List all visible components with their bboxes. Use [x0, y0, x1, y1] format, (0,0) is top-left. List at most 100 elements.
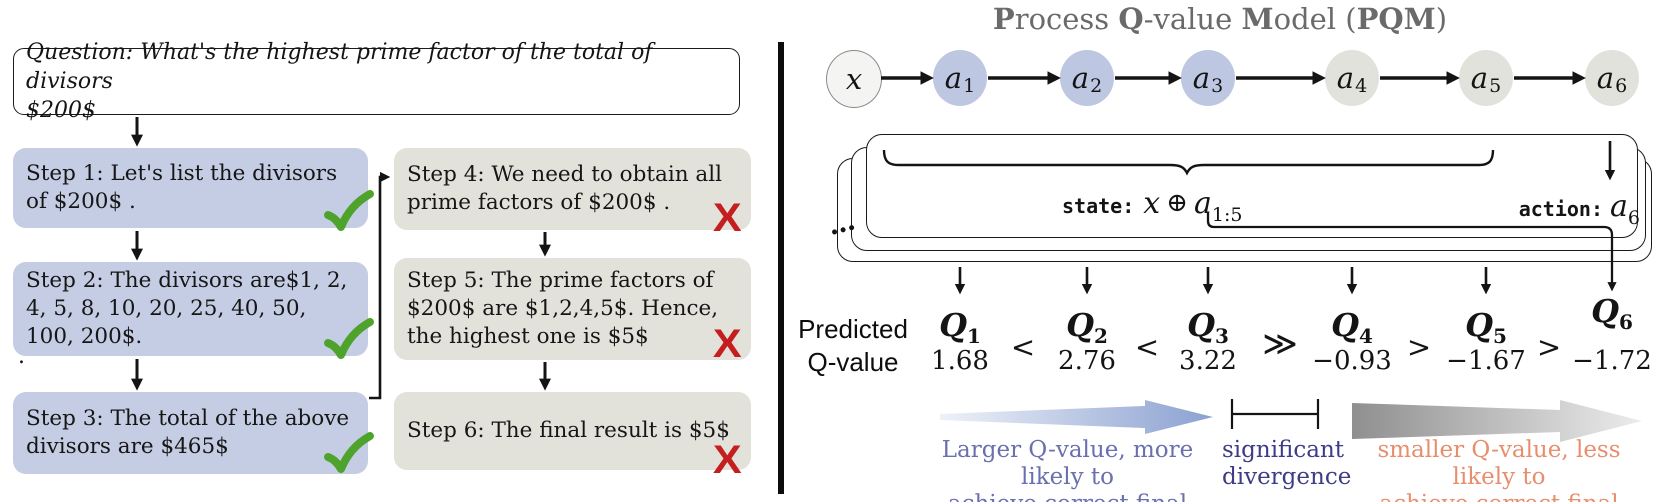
q-subscript: 1 [966, 324, 981, 348]
q-symbol: Q [939, 306, 967, 344]
node-subscript: 3 [1211, 75, 1224, 97]
oplus-icon: ⊕ [1166, 188, 1188, 218]
qvalue-column-6: Q6 −1.72 [1562, 292, 1662, 376]
node-label: a [1192, 61, 1211, 95]
title-segment: odel ( [1273, 2, 1357, 36]
title-segment: M [1241, 2, 1274, 36]
step-box-5: Step 5: The prime factors of $200$ are $… [394, 258, 751, 360]
step-text: Step 1: Let's list the divisors of $200$… [26, 161, 338, 214]
larger-annotation-line-1: Larger Q-value, more likely to [941, 437, 1194, 490]
q-number: 3.22 [1179, 346, 1237, 376]
title-segment: Q [1118, 2, 1144, 36]
q-symbol: Q [1066, 306, 1094, 344]
step-box-4: Step 4: We need to obtain all prime fact… [394, 148, 751, 230]
predicted-label-line-1: Predicted [798, 314, 908, 344]
state-a-subscript: 1:5 [1211, 204, 1243, 226]
stray-period: . [18, 344, 25, 369]
q-number: −0.93 [1312, 346, 1392, 376]
q-subscript: 4 [1358, 324, 1373, 348]
cross-icon: X [712, 196, 742, 240]
larger-annotation-line-2: achieve correct final answer [925, 491, 1210, 502]
q-number: −1.72 [1572, 346, 1652, 376]
step-box-2: Step 2: The divisors are$1, 2, 4, 5, 8, … [13, 262, 368, 356]
step-text: Step 4: We need to obtain all prime fact… [407, 162, 722, 215]
q-symbol: Q [1331, 306, 1359, 344]
q-number: 2.76 [1058, 346, 1116, 376]
divergence-annotation: significant divergence [1222, 437, 1351, 491]
smaller-gradient-arrow [1352, 400, 1642, 442]
relation-symbol: < [1010, 330, 1036, 364]
qvalue-column-4: Q4−0.93 [1302, 306, 1402, 376]
larger-qvalue-annotation: Larger Q-value, more likely to achieve c… [925, 437, 1210, 502]
node-subscript: 6 [1615, 75, 1628, 97]
title-segment: -value [1143, 2, 1242, 36]
relation-symbol: > [1406, 330, 1432, 364]
q-subscript: 3 [1214, 324, 1229, 348]
qvalue-symbol: Q6 [1562, 292, 1662, 334]
node-label: a [944, 61, 963, 95]
relation-symbol: < [1134, 330, 1160, 364]
q-symbol: Q [1187, 306, 1215, 344]
panel-divider [778, 42, 784, 494]
action-a-subscript: 6 [1627, 207, 1640, 229]
title-segment: ) [1435, 2, 1448, 36]
q-symbol: Q [1591, 292, 1619, 330]
step-text: Step 2: The divisors are$1, 2, 4, 5, 8, … [26, 268, 348, 349]
smaller-annotation-line-2: achieve correct final answer [1350, 491, 1648, 502]
figure-title: Process Q-value Model (PQM) [880, 2, 1560, 36]
title-segment: rocess [1014, 2, 1119, 36]
title-segment: PQM [1356, 2, 1436, 36]
divergence-annotation-line-1: significant [1222, 437, 1345, 463]
node-subscript: 2 [1090, 75, 1103, 97]
action-a: a [1610, 189, 1628, 224]
qvalue-symbol: Q5 [1436, 306, 1536, 348]
question-line-2: $200$ [26, 98, 96, 123]
node-label: a [1470, 61, 1489, 95]
qvalue-column-5: Q5−1.67 [1436, 306, 1536, 376]
q-symbol: Q [1465, 306, 1493, 344]
qvalue-symbol: Q3 [1158, 306, 1258, 348]
predicted-qvalue-label: Predicted Q-value [790, 313, 916, 379]
node-subscript: 1 [963, 75, 976, 97]
state-expression: state: x ⊕ a 1:5 [1062, 186, 1242, 226]
relation-symbol: > [1536, 330, 1562, 364]
action-expression: action: a 6 [1470, 189, 1640, 229]
state-label: state: [1062, 194, 1135, 218]
predicted-label-line-2: Q-value [807, 347, 899, 377]
q-subscript: 6 [1618, 310, 1633, 334]
node-subscript: 4 [1355, 75, 1368, 97]
question-line-1: Question: What's the highest prime facto… [26, 40, 653, 94]
q-number: −1.67 [1446, 346, 1526, 376]
step-box-1: Step 1: Let's list the divisors of $200$… [13, 148, 368, 228]
node-label: a [1336, 61, 1355, 95]
state-a: a [1193, 186, 1212, 221]
node-label: a [1596, 61, 1615, 95]
qvalue-symbol: Q1 [910, 306, 1010, 348]
step-text: Step 6: The final result is $5$ [407, 418, 730, 443]
step-text: Step 5: The prime factors of $200$ are $… [407, 268, 719, 349]
step-box-3: Step 3: The total of the above divisors … [13, 392, 368, 474]
cross-icon: X [712, 322, 742, 366]
title-segment: P [992, 2, 1015, 36]
q-subscript: 5 [1492, 324, 1507, 348]
state-x: x [1143, 186, 1161, 221]
qvalue-arrows [954, 267, 1492, 295]
step-text: Step 3: The total of the above divisors … [26, 406, 350, 459]
q-number: 1.68 [931, 346, 989, 376]
divergence-bracket [1230, 399, 1320, 429]
smaller-qvalue-annotation: smaller Q-value, less likely to achieve … [1350, 437, 1648, 502]
smaller-annotation-line-1: smaller Q-value, less likely to [1377, 437, 1621, 490]
relation-symbol: ≫ [1262, 324, 1298, 364]
step-box-6: Step 6: The final result is $5$ [394, 392, 751, 470]
node-subscript: 5 [1489, 75, 1502, 97]
chain-node-x: x [826, 50, 882, 108]
